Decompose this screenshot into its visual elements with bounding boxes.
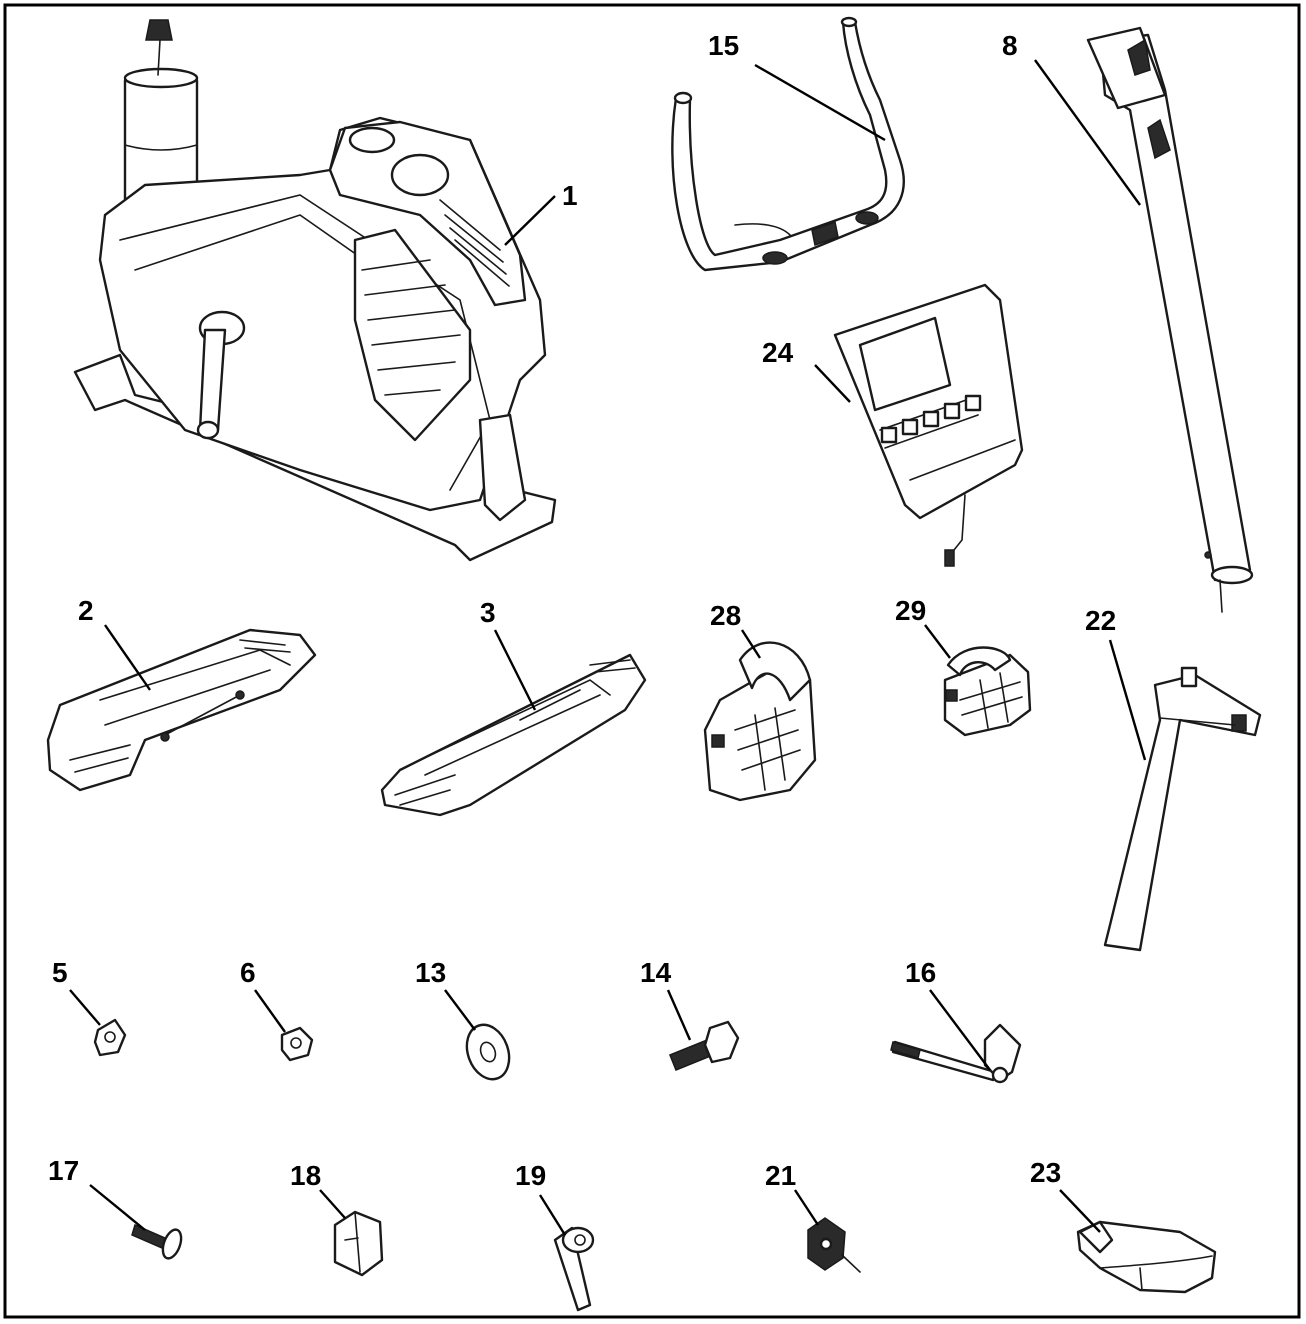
part-1-main-frame <box>73 19 557 562</box>
label-5: 5 <box>52 957 68 988</box>
label-21: 21 <box>765 1160 796 1191</box>
leader-28 <box>740 629 762 659</box>
leader-13 <box>444 989 476 1031</box>
part-28-pedal <box>703 641 817 802</box>
label-24: 24 <box>762 337 794 368</box>
leader-15 <box>754 63 886 142</box>
part-8-upright-post <box>1086 26 1254 613</box>
leader-14 <box>666 989 692 1041</box>
label-29: 29 <box>895 595 926 626</box>
part-17-screw <box>131 1223 183 1260</box>
label-8: 8 <box>1002 30 1018 61</box>
part-14-bolt <box>669 1020 740 1071</box>
leader-23 <box>1059 1189 1101 1233</box>
leader-6 <box>254 989 286 1033</box>
label-22: 22 <box>1085 605 1116 636</box>
leader-19 <box>538 1194 567 1236</box>
leader-1 <box>504 195 556 246</box>
label-28: 28 <box>710 600 741 631</box>
part-5-nut <box>93 1018 127 1057</box>
label-14: 14 <box>640 957 672 988</box>
label-2: 2 <box>78 595 94 626</box>
label-18: 18 <box>290 1160 321 1191</box>
leader-17 <box>89 1184 146 1231</box>
part-6-nut <box>280 1026 314 1062</box>
part-24-console <box>833 283 1024 567</box>
part-29-pedal <box>943 646 1032 737</box>
part-19-crank-lever <box>553 1226 595 1312</box>
leader-3 <box>493 629 537 711</box>
part-3-cover <box>380 653 647 817</box>
label-13: 13 <box>415 957 446 988</box>
part-2-cover <box>46 628 317 792</box>
label-1: 1 <box>562 180 578 211</box>
label-15: 15 <box>708 30 739 61</box>
leader-29 <box>924 624 951 659</box>
label-3: 3 <box>480 597 496 628</box>
label-6: 6 <box>240 957 256 988</box>
part-13-washer <box>465 1023 511 1081</box>
part-15-handlebar <box>671 16 905 272</box>
part-16-axle-rod <box>890 1023 1022 1084</box>
label-23: 23 <box>1030 1157 1061 1188</box>
diagram-frame <box>3 3 1301 1319</box>
part-21-knob <box>807 1217 861 1273</box>
leader-22 <box>1108 639 1147 761</box>
label-19: 19 <box>515 1160 546 1191</box>
part-22-seat-post <box>1103 666 1262 952</box>
leader-24 <box>814 364 851 403</box>
part-23-seat <box>1076 1220 1217 1294</box>
leader-2 <box>104 624 151 691</box>
label-16: 16 <box>905 957 936 988</box>
leader-5 <box>69 989 101 1026</box>
leader-8 <box>1034 59 1141 206</box>
leader-21 <box>793 1189 820 1226</box>
leader-18 <box>319 1189 346 1219</box>
part-18-end-cap <box>333 1210 384 1277</box>
label-17: 17 <box>48 1155 79 1186</box>
leader-16 <box>929 989 991 1071</box>
